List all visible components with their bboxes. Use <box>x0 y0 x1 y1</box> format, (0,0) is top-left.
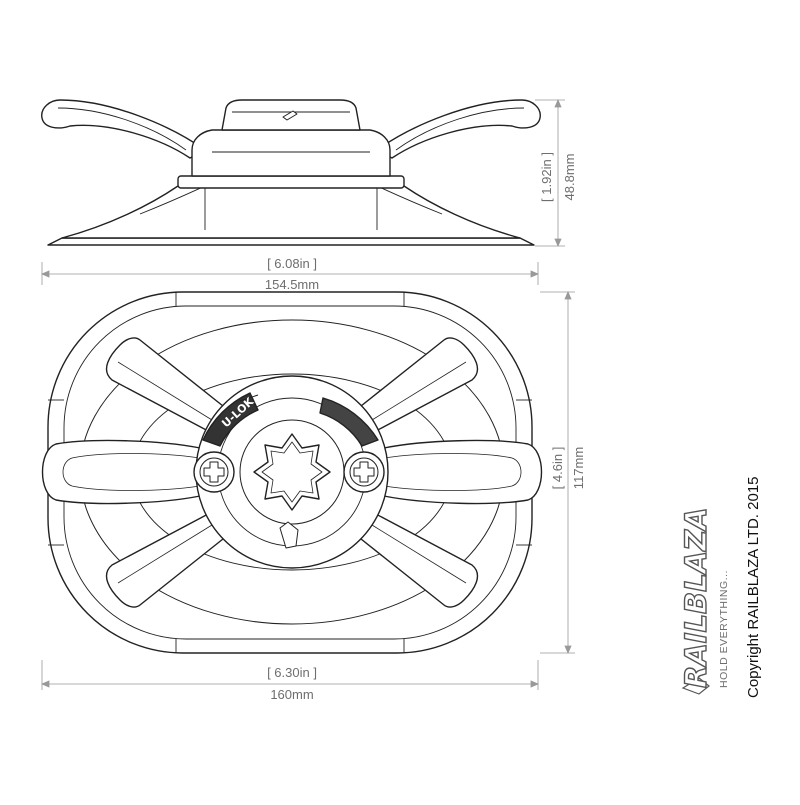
brand-logo: RAILBLAZA HOLD EVERYTHING... <box>678 507 730 695</box>
brand-tagline: HOLD EVERYTHING... <box>718 570 730 688</box>
base-width-in-label: [ 6.30in ] <box>267 665 317 680</box>
screw-right <box>343 451 385 493</box>
top-width-mm-label: 154.5mm <box>265 277 319 292</box>
side-skirt <box>61 185 521 239</box>
side-waist <box>177 175 405 189</box>
brand-logo-swoosh <box>681 677 710 695</box>
lever-right <box>383 439 543 505</box>
depth-dimension <box>540 290 575 655</box>
screw-left <box>193 451 235 493</box>
depth-mm-label: 117mm <box>571 447 586 489</box>
height-mm-label: 48.8mm <box>562 154 577 201</box>
brand-name: RAILBLAZA <box>679 507 713 688</box>
base-width-dimension <box>40 660 540 690</box>
height-dimension <box>535 98 565 248</box>
top-width-in-label: [ 6.08in ] <box>267 256 317 271</box>
star-socket <box>253 433 331 511</box>
side-right-arm <box>376 99 541 159</box>
copyright-text: Copyright RAILBLAZA LTD. 2015 <box>745 477 762 699</box>
side-view <box>41 99 541 246</box>
lever-left <box>41 439 201 505</box>
base-width-mm-label: 160mm <box>270 687 313 702</box>
ulok-arc <box>202 392 259 447</box>
depth-in-label: [ 4.6in ] <box>550 447 565 490</box>
top-view <box>41 291 543 654</box>
side-collar <box>191 129 391 177</box>
side-base-flange <box>47 237 535 246</box>
lever <box>41 439 543 505</box>
hub-logo-mark <box>279 521 299 549</box>
top-width-dimension <box>40 262 540 285</box>
side-left-arm <box>41 99 206 159</box>
height-in-label: [ 1.92in ] <box>539 152 554 202</box>
